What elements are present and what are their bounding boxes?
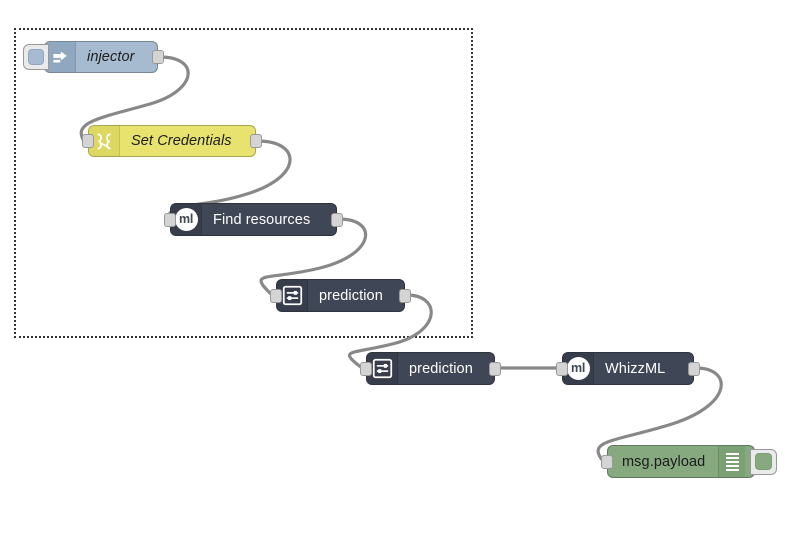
node-prediction-1[interactable]: prediction xyxy=(270,279,411,312)
inject-trigger-button[interactable] xyxy=(23,44,49,70)
debug-toggle-button[interactable] xyxy=(750,448,777,475)
node-injector-label: injector xyxy=(87,49,135,65)
node-find-resources-input-port[interactable] xyxy=(164,212,176,227)
inject-button-knob xyxy=(28,49,44,65)
ml-badge-icon: ml xyxy=(563,353,594,384)
node-prediction-1-input-port[interactable] xyxy=(270,288,282,303)
debug-lines-glyph xyxy=(725,452,739,471)
node-prediction-1-label: prediction xyxy=(319,287,383,304)
sliders-icon xyxy=(367,353,398,384)
node-prediction-1-output-port[interactable] xyxy=(399,288,411,303)
node-whizzml-output-port[interactable] xyxy=(688,361,700,376)
node-debug-label: msg.payload xyxy=(622,453,706,470)
sliders-icon xyxy=(277,280,308,311)
node-whizzml[interactable]: ml WhizzML xyxy=(556,352,700,385)
node-prediction-2[interactable]: prediction xyxy=(360,352,501,385)
node-injector-output-port[interactable] xyxy=(152,50,164,64)
node-find-resources-output-port[interactable] xyxy=(331,212,343,227)
node-prediction-2-label: prediction xyxy=(409,360,473,377)
node-debug-input-port[interactable] xyxy=(601,454,613,469)
arrow-right-icon xyxy=(45,42,76,72)
node-find-resources-label: Find resources xyxy=(213,211,311,228)
node-whizzml-label: WhizzML xyxy=(605,360,666,377)
debug-button-knob xyxy=(755,453,772,470)
node-whizzml-input-port[interactable] xyxy=(556,361,568,376)
node-find-resources[interactable]: ml Find resources xyxy=(164,203,343,236)
node-set-credentials[interactable]: Set Credentials xyxy=(82,125,262,157)
node-set-credentials-output-port[interactable] xyxy=(250,134,262,148)
function-icon xyxy=(89,126,120,156)
node-set-credentials-input-port[interactable] xyxy=(82,134,94,148)
node-prediction-2-output-port[interactable] xyxy=(489,361,501,376)
node-set-credentials-label: Set Credentials xyxy=(131,133,232,149)
node-debug[interactable]: msg.payload xyxy=(601,445,777,478)
ml-badge-text: ml xyxy=(174,208,198,231)
node-injector[interactable]: injector xyxy=(23,41,164,73)
ml-badge-text: ml xyxy=(566,357,590,380)
ml-badge-icon: ml xyxy=(171,204,202,235)
debug-lines-icon xyxy=(718,446,746,477)
selection-rectangle xyxy=(14,28,473,338)
node-prediction-2-input-port[interactable] xyxy=(360,361,372,376)
